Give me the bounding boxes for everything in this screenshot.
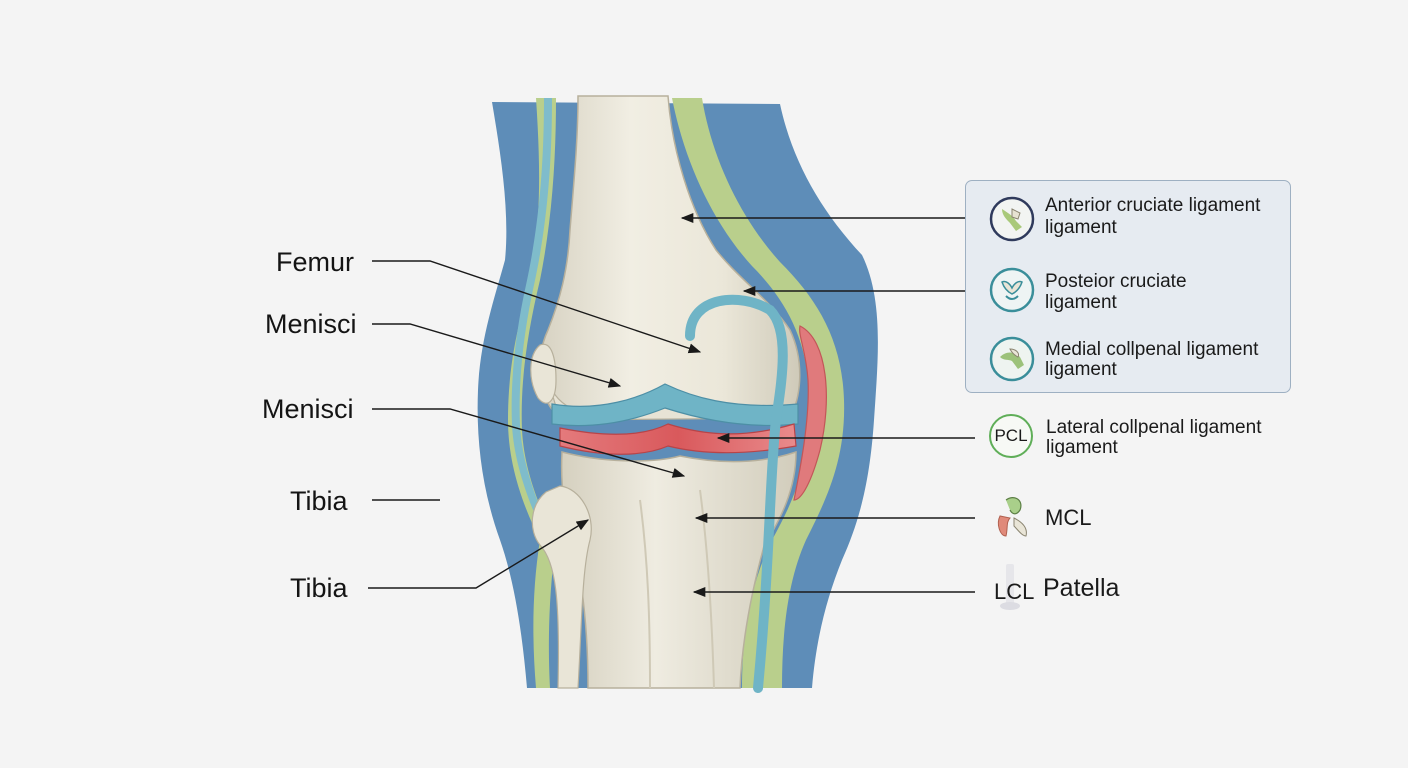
knee-joint-icon	[989, 336, 1035, 382]
pcl-badge-text: PCL	[994, 426, 1028, 445]
label-menisci-lower: Menisci	[262, 394, 354, 424]
label-tibia-upper: Tibia	[290, 486, 348, 516]
patella-label: Patella	[1043, 574, 1120, 602]
label-femur: Femur	[276, 247, 355, 277]
legend-item-mcl-line1: Medial collpenal ligament	[1045, 339, 1259, 360]
cruciate-ligament	[685, 294, 788, 693]
pcl-badge-icon: PCL	[989, 414, 1033, 458]
meniscus-red	[559, 423, 797, 455]
lcl-label-line1: Lateral collpenal ligament	[1046, 417, 1262, 438]
lcl-badge-text: LCL	[994, 579, 1035, 604]
meniscus-blue	[551, 383, 799, 427]
patella-shape	[530, 343, 557, 404]
lcl-label-line2: ligament	[1046, 437, 1118, 458]
lateral-ligament	[793, 325, 827, 501]
label-menisci-upper: Menisci	[265, 309, 357, 339]
ligament-left	[511, 98, 552, 540]
legend-item-acl-line2: ligament	[1045, 217, 1117, 238]
legend-item-pcl-line1: Posteior cruciate	[1045, 271, 1187, 292]
knee-joint-icon	[989, 196, 1035, 242]
fibula-bone	[531, 485, 592, 689]
legend-panel: Anterior cruciate ligament ligament Post…	[965, 180, 1291, 393]
label-tibia-lower: Tibia	[290, 573, 348, 603]
tibia-shading	[639, 489, 715, 689]
knee-joint-icon	[989, 267, 1035, 313]
leader-lines	[368, 212, 975, 598]
patella-icon	[1000, 564, 1020, 610]
legend-item-mcl-line2: ligament	[1045, 359, 1117, 380]
tendon-right	[672, 98, 845, 688]
mcl-label: MCL	[1045, 505, 1092, 530]
legend-item-pcl-line2: ligament	[1045, 292, 1117, 313]
legend-item-acl-line1: Anterior cruciate ligament	[1045, 195, 1261, 216]
ligament-icon	[997, 497, 1027, 537]
